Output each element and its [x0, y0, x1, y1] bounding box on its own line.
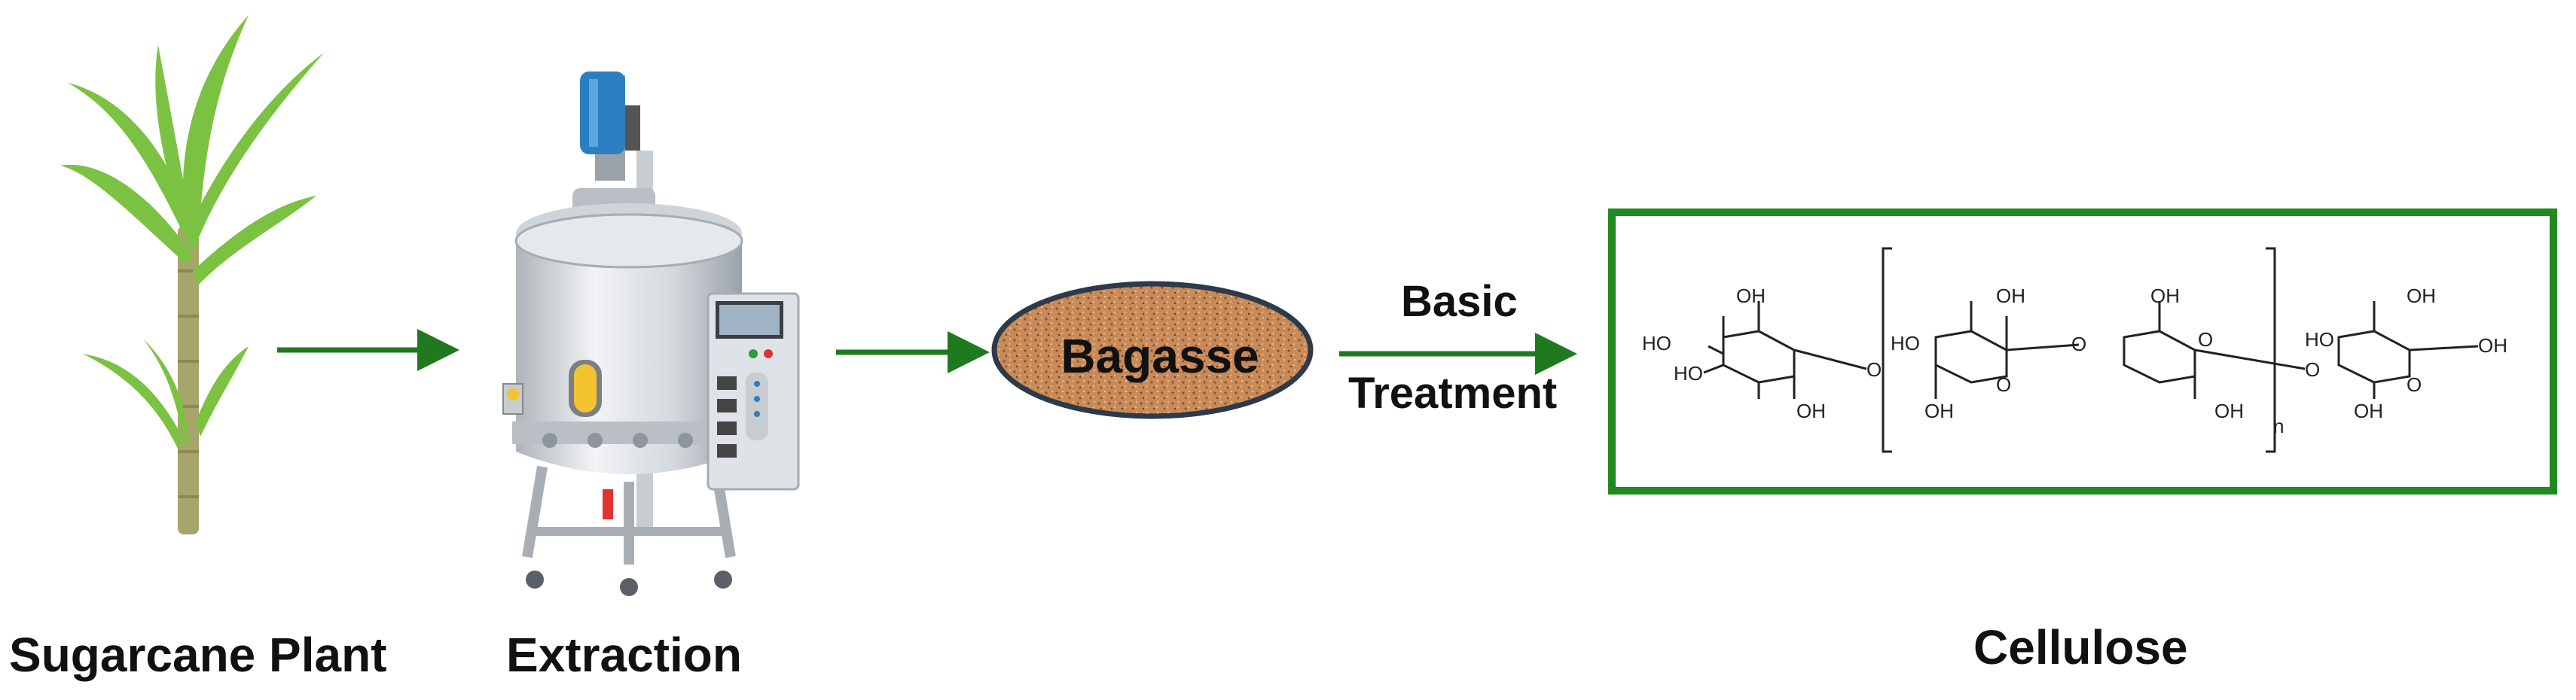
oh-label: OH	[1736, 285, 1766, 307]
o-label: O	[2071, 333, 2086, 355]
oh-label: OH	[2407, 285, 2436, 307]
cellulose-label: Cellulose	[1973, 620, 2188, 674]
oh-label: OH	[1924, 400, 1954, 422]
cellulose-box	[1608, 208, 2557, 495]
oh-label: OH	[2478, 334, 2507, 357]
treatment-label: Treatment	[1348, 369, 1558, 418]
o-label: O	[2198, 328, 2213, 351]
oh-label: OH	[2214, 400, 2244, 422]
ho-label: HO	[1642, 332, 1671, 355]
bioreactor-icon	[502, 72, 800, 596]
cellulose-structure	[1703, 247, 2479, 453]
oh-label: OH	[2354, 400, 2383, 422]
n-label: n	[2273, 415, 2284, 437]
ho-label: HO	[1674, 362, 1703, 385]
bagasse-pile-icon	[991, 281, 1314, 419]
bagasse-label: Bagasse	[1061, 329, 1259, 383]
oh-label: OH	[1996, 285, 2025, 307]
sugarcane-plant-icon	[60, 15, 324, 534]
basic-label: Basic	[1401, 277, 1518, 326]
o-label: O	[1996, 373, 2011, 396]
cellulose-structure-labels: OH HO HO OH O HO OH OH O O OH O OH n O H…	[1642, 285, 2507, 437]
o-label: O	[1866, 358, 1882, 381]
ho-label: HO	[1891, 332, 1920, 355]
ho-label: HO	[2305, 328, 2334, 351]
sugarcane-plant-label: Sugarcane Plant	[9, 628, 387, 682]
oh-label: OH	[1796, 400, 1826, 422]
o-label: O	[2407, 373, 2422, 396]
extraction-label: Extraction	[506, 628, 742, 682]
oh-label: OH	[2150, 285, 2180, 307]
o-label: O	[2305, 358, 2320, 381]
